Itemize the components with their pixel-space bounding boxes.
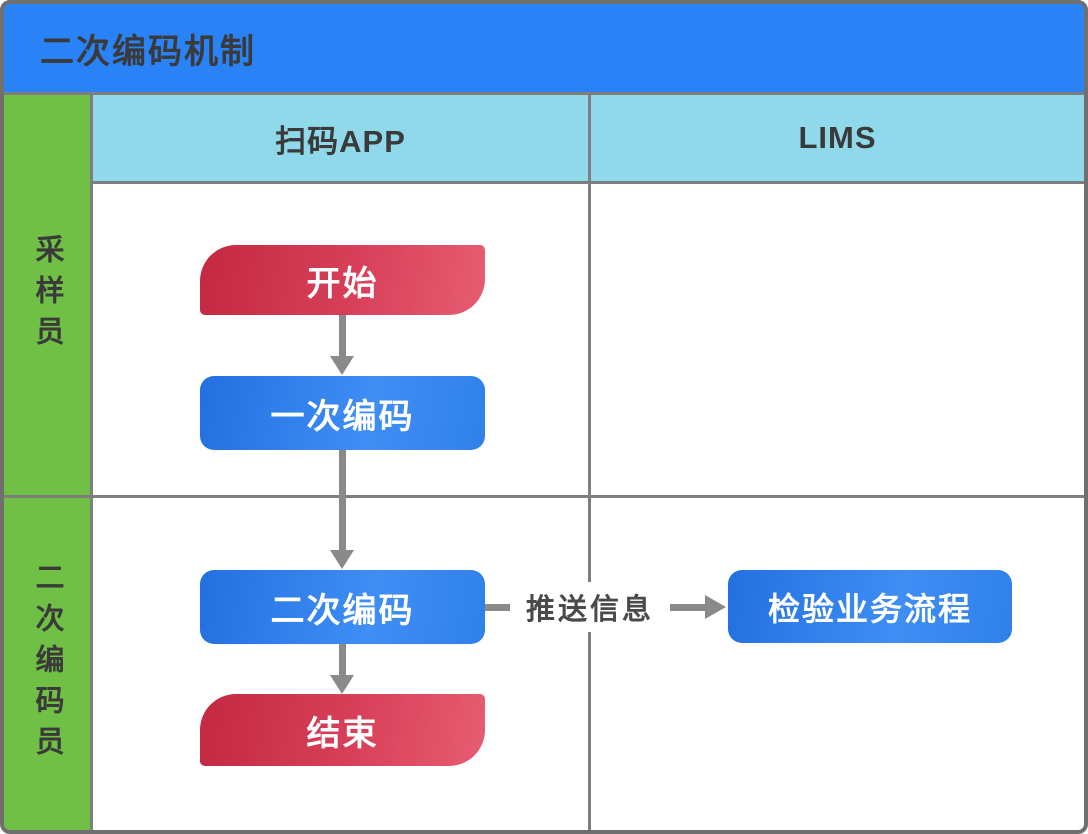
column-header-lims: LIMS — [591, 95, 1084, 181]
column-header-app: 扫码APP — [93, 95, 588, 181]
title-bar: 二次编码机制 — [4, 4, 1084, 92]
column-header-lims-label: LIMS — [798, 120, 877, 155]
page-title: 二次编码机制 — [40, 32, 256, 71]
swimlane-grid: 采样员 扫码APP LIMS 二次编码员 — [4, 95, 1084, 830]
cell-coder-app — [93, 498, 588, 830]
lane-sampler-label: 采样员 — [31, 233, 63, 357]
lane-sampler: 采样员 — [4, 95, 90, 495]
column-header-app-label: 扫码APP — [275, 123, 406, 159]
cell-coder-lims — [591, 498, 1084, 830]
cell-sampler-lims — [591, 184, 1084, 495]
lane-secondary-coder-label: 二次编码员 — [31, 561, 63, 767]
lane-secondary-coder: 二次编码员 — [4, 498, 90, 830]
cell-sampler-app — [93, 184, 588, 495]
